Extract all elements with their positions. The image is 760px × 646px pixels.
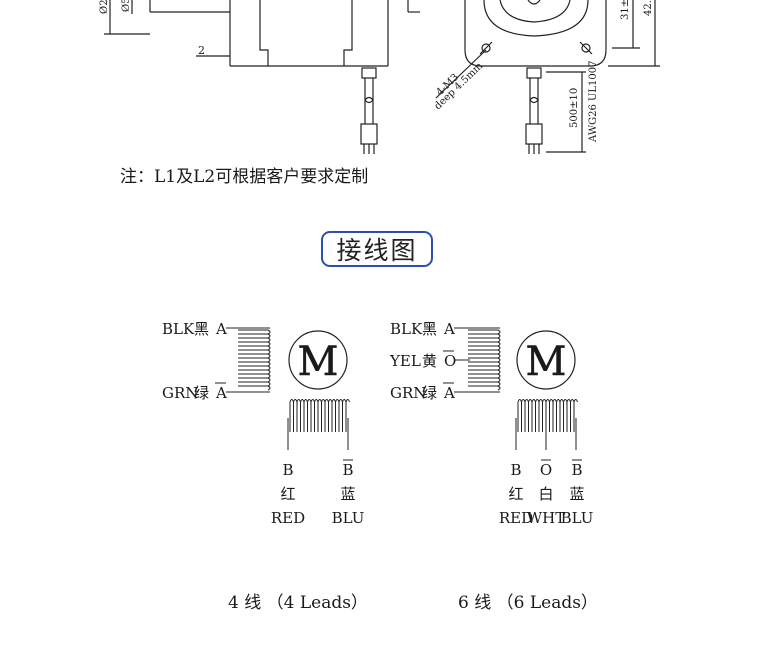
six-lead-coil-a bbox=[468, 329, 501, 391]
dim-d31: 31± bbox=[620, 0, 631, 20]
six-lead-motor-circle bbox=[516, 330, 576, 390]
four-lead-left-code-1: GRN bbox=[162, 384, 198, 402]
six-lead-bottom-cn-1: 白 bbox=[538, 485, 553, 503]
six-lead-left-code-1: YEL bbox=[389, 352, 421, 370]
custom-length-note: 注：L1及L2可根据客户要求定制 bbox=[120, 167, 369, 187]
six-lead-left-cn-1: 黄 bbox=[422, 352, 437, 370]
four-lead-coil-a bbox=[238, 329, 271, 391]
six-lead-diagram: BLK 黑 A YEL 黄 O GRN 绿 A M B 红 bbox=[389, 320, 593, 527]
four-lead-motor-letter: M bbox=[298, 339, 339, 385]
six-lead-caption: 6 线 （6 Leads） bbox=[458, 593, 598, 613]
four-lead-left-cn-0: 黑 bbox=[194, 320, 209, 338]
four-lead-motor-circle bbox=[288, 330, 348, 390]
six-lead-bottom-code-1: WHT bbox=[527, 509, 566, 527]
six-lead-left-phase-2: A bbox=[443, 384, 455, 402]
four-lead-caption: 4 线 （4 Leads） bbox=[228, 593, 368, 613]
four-lead-bottom-cn-1: 蓝 bbox=[340, 485, 355, 503]
six-lead-bottom-phase-2: B bbox=[571, 461, 582, 479]
four-lead-bottom-phase-0: B bbox=[282, 461, 293, 479]
six-lead-bottom-code-2: BLU bbox=[561, 509, 594, 527]
dim-d22: Ø22 bbox=[99, 0, 110, 14]
four-lead-coil-b bbox=[289, 399, 350, 432]
six-lead-left-code-0: BLK bbox=[390, 320, 423, 338]
six-lead-left-phase-1: O bbox=[444, 352, 456, 370]
four-lead-left-cn-1: 绿 bbox=[194, 384, 209, 402]
six-lead-bottom-cn-0: 红 bbox=[508, 485, 523, 503]
six-lead-left-cn-0: 黑 bbox=[422, 320, 437, 338]
four-lead-bottom-phase-1: B bbox=[342, 461, 353, 479]
motor-dimension-drawing: Ø22 Ø5 2 4-M3 deep 4.5mm 500±10 AWG26 UL… bbox=[99, 0, 660, 154]
four-lead-bottom-cn-0: 红 bbox=[280, 485, 295, 503]
six-lead-motor-letter: M bbox=[526, 339, 567, 385]
six-lead-left-code-2: GRN bbox=[390, 384, 426, 402]
six-lead-bottom-code-0: RED bbox=[499, 509, 533, 527]
dim-d5: Ø5 bbox=[121, 0, 132, 12]
six-lead-bottom-phase-0: B bbox=[510, 461, 521, 479]
wiring-diagrams: BLK 黑 A GRN 绿 A M B 红 RED B 蓝 BLU bbox=[162, 320, 593, 527]
six-lead-bottom-cn-2: 蓝 bbox=[569, 485, 584, 503]
four-lead-diagram: BLK 黑 A GRN 绿 A M B 红 RED B 蓝 BLU bbox=[162, 320, 364, 527]
six-lead-coil-b bbox=[517, 399, 578, 432]
dim-lead-length: 500±10 bbox=[569, 88, 580, 128]
six-lead-left-cn-2: 绿 bbox=[422, 384, 437, 402]
six-lead-left-phase-0: A bbox=[443, 320, 455, 338]
dim-two: 2 bbox=[198, 44, 205, 57]
four-lead-left-code-0: BLK bbox=[162, 320, 195, 338]
dim-wire-spec: AWG26 UL1007 bbox=[588, 60, 599, 143]
four-lead-left-phase-0: A bbox=[215, 320, 227, 338]
four-lead-bottom-code-0: RED bbox=[271, 509, 305, 527]
section-title: 接线图 bbox=[321, 231, 433, 267]
four-lead-bottom-code-1: BLU bbox=[332, 509, 365, 527]
dim-d42: 42. bbox=[643, 0, 654, 16]
six-lead-bottom-phase-1: O bbox=[540, 461, 552, 479]
four-lead-left-phase-1: A bbox=[215, 384, 227, 402]
